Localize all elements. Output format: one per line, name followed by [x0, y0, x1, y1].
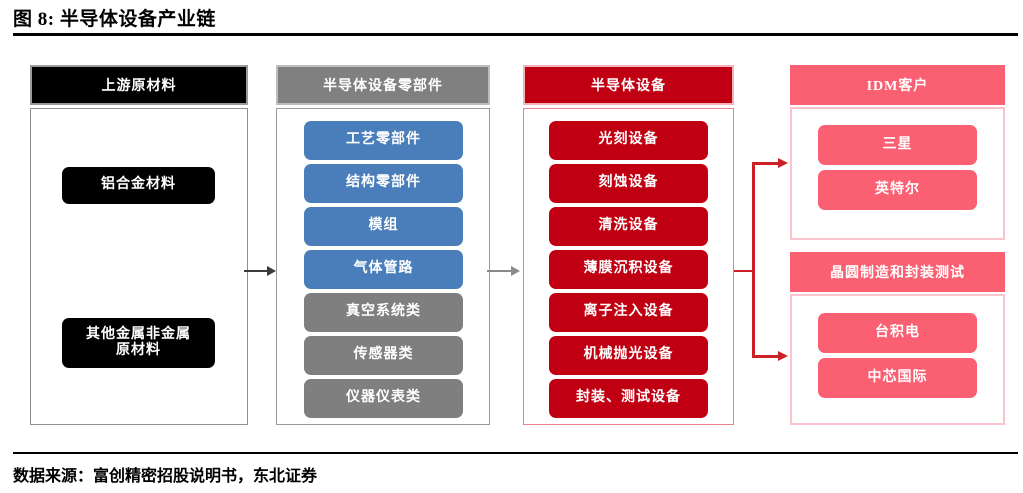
page-title: 图 8: 半导体设备产业链 [13, 9, 216, 30]
node-gas-piping[interactable]: 气体管路 [304, 250, 463, 289]
column-panel-upstream [30, 108, 248, 425]
column-header-upstream: 上游原材料 [30, 65, 248, 105]
connector-equipment-branch-trunk [752, 162, 755, 357]
node-vacuum-systems[interactable]: 真空系统类 [304, 293, 463, 332]
node-cleaning-equipment[interactable]: 清洗设备 [549, 207, 708, 246]
node-cmp-equipment[interactable]: 机械抛光设备 [549, 336, 708, 375]
connector-equipment-to-idm-line [752, 162, 780, 165]
title-divider [13, 33, 1018, 36]
source-note: 数据来源：富创精密招股说明书，东北证券 [13, 468, 318, 485]
connector-equipment-to-foundry-line [752, 355, 780, 358]
column-header-equipment: 半导体设备 [523, 65, 734, 105]
connector-equipment-to-foundry-arrowhead [778, 351, 788, 361]
node-instruments[interactable]: 仪器仪表类 [304, 379, 463, 418]
connector-upstream-to-components-arrowhead [267, 266, 276, 276]
node-lithography-equipment[interactable]: 光刻设备 [549, 121, 708, 160]
connector-equipment-branch-stub [734, 270, 754, 272]
column-header-idm-customers: IDM客户 [790, 65, 1005, 105]
connector-components-to-equipment-line [487, 270, 513, 272]
node-etching-equipment[interactable]: 刻蚀设备 [549, 164, 708, 203]
node-ion-implantation-equipment[interactable]: 离子注入设备 [549, 293, 708, 332]
connector-components-to-equipment-arrowhead [511, 266, 520, 276]
node-smic[interactable]: 中芯国际 [818, 358, 977, 398]
connector-equipment-to-idm-arrowhead [778, 158, 788, 168]
connector-upstream-to-components-line [244, 270, 269, 272]
node-sensors[interactable]: 传感器类 [304, 336, 463, 375]
node-aluminum-alloy-material[interactable]: 铝合金材料 [62, 167, 215, 204]
node-intel[interactable]: 英特尔 [818, 170, 977, 210]
node-packaging-testing-equipment[interactable]: 封装、测试设备 [549, 379, 708, 418]
node-other-metal-nonmetal-material[interactable]: 其他金属非金属 原材料 [62, 318, 215, 368]
node-process-components[interactable]: 工艺零部件 [304, 121, 463, 160]
footer-divider [13, 452, 1018, 454]
node-structural-components[interactable]: 结构零部件 [304, 164, 463, 203]
node-thin-film-deposition-equipment[interactable]: 薄膜沉积设备 [549, 250, 708, 289]
column-header-foundry-packaging: 晶圆制造和封装测试 [790, 252, 1005, 292]
node-modules[interactable]: 模组 [304, 207, 463, 246]
node-samsung[interactable]: 三星 [818, 125, 977, 165]
column-header-components: 半导体设备零部件 [276, 65, 490, 105]
node-tsmc[interactable]: 台积电 [818, 313, 977, 353]
